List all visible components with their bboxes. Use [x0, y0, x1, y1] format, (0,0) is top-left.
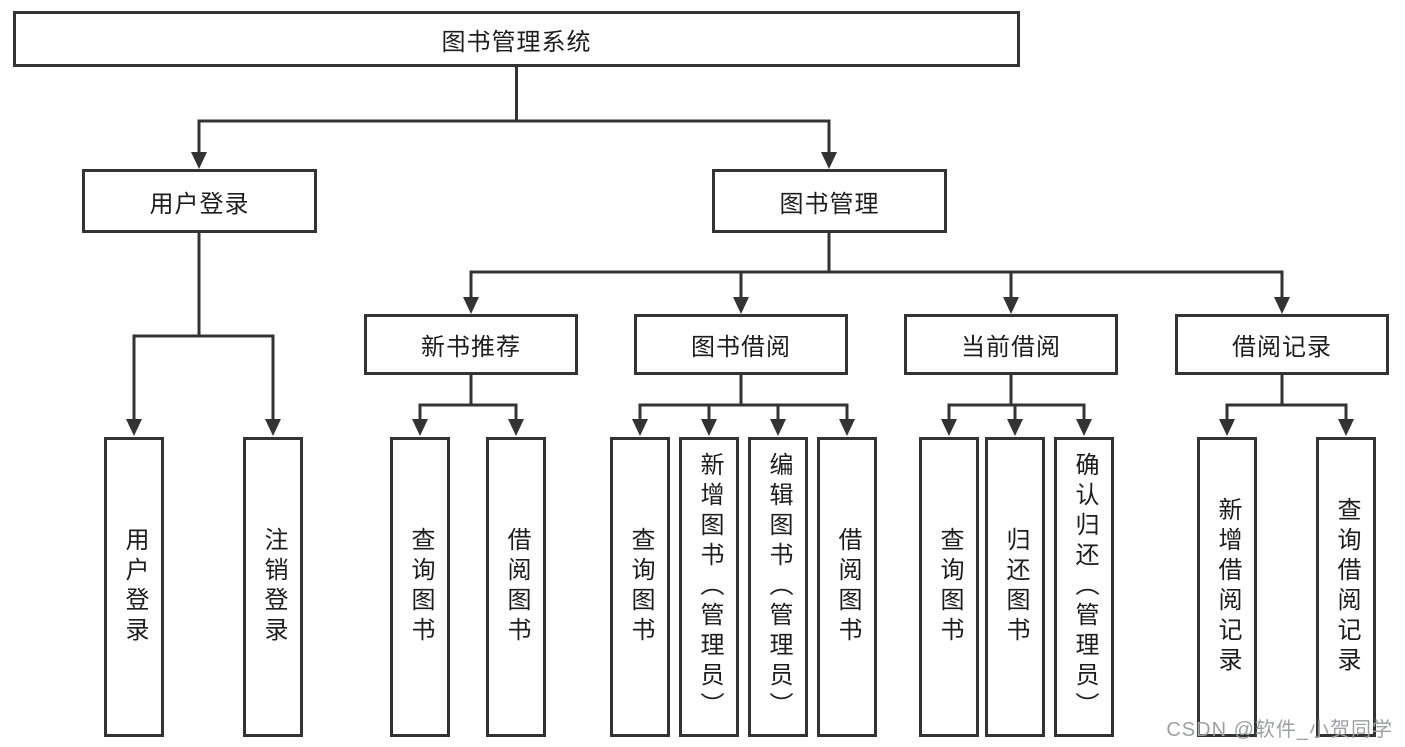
node-book-borrow: 图书借阅: [634, 314, 848, 375]
node-book-borrow-label: 图书借阅: [691, 334, 791, 361]
node-leaf-return-book: 归还图书: [985, 437, 1045, 737]
node-leaf-borrow-book-2: 借阅图书: [817, 437, 877, 737]
node-leaf-user-login: 用户登录: [104, 437, 164, 737]
node-user-login-label: 用户登录: [149, 190, 250, 218]
node-leaf-add-borrow-record: 新增借阅记录: [1197, 437, 1257, 737]
node-leaf-query-borrow-record-label: 查询借阅记录: [1333, 497, 1360, 677]
edge-new-book-recommend-children: [412, 374, 524, 436]
node-leaf-add-book-admin: 新增图书（管理员）: [679, 437, 739, 737]
node-leaf-edit-book-admin: 编辑图书（管理员）: [748, 437, 808, 737]
node-leaf-add-book-admin-label: 新增图书（管理员）: [696, 452, 723, 722]
node-leaf-query-book-3-label: 查询图书: [936, 527, 963, 647]
edge-root-to-level2: [191, 65, 837, 169]
node-leaf-logout: 注销登录: [243, 437, 303, 737]
node-leaf-borrow-book-1-label: 借阅图书: [503, 527, 530, 647]
edge-borrow-record-children: [1219, 374, 1354, 436]
node-root-label: 图书管理系统: [441, 28, 592, 56]
node-current-borrow-label: 当前借阅: [961, 334, 1061, 361]
node-book-management: 图书管理: [712, 169, 947, 233]
node-user-login: 用户登录: [82, 169, 317, 233]
node-book-management-label: 图书管理: [779, 190, 880, 218]
node-leaf-edit-book-admin-label: 编辑图书（管理员）: [765, 452, 792, 722]
node-leaf-query-book-1: 查询图书: [390, 437, 450, 737]
node-leaf-borrow-book-1: 借阅图书: [486, 437, 546, 737]
node-borrow-record-label: 借阅记录: [1232, 334, 1332, 361]
node-new-book-recommend: 新书推荐: [364, 314, 578, 375]
node-borrow-record: 借阅记录: [1175, 314, 1389, 375]
node-leaf-logout-label: 注销登录: [260, 527, 287, 647]
node-current-borrow: 当前借阅: [904, 314, 1118, 375]
csdn-watermark: CSDN @软件_小贺同学: [1166, 719, 1393, 741]
node-leaf-query-book-1-label: 查询图书: [407, 527, 434, 647]
node-leaf-borrow-book-2-label: 借阅图书: [834, 527, 861, 647]
edge-book-borrow-children: [632, 374, 855, 436]
edge-current-borrow-children: [941, 374, 1092, 436]
node-new-book-recommend-label: 新书推荐: [421, 334, 521, 361]
node-root: 图书管理系统: [13, 11, 1020, 67]
edge-book-management-children: [463, 232, 1290, 314]
node-leaf-query-book-3: 查询图书: [919, 437, 979, 737]
node-leaf-confirm-return-admin: 确认归还（管理员）: [1054, 437, 1114, 737]
node-leaf-query-book-2: 查询图书: [610, 437, 670, 737]
edge-user-login-children: [126, 232, 281, 436]
node-leaf-query-borrow-record: 查询借阅记录: [1316, 437, 1376, 737]
node-leaf-query-book-2-label: 查询图书: [627, 527, 654, 647]
node-leaf-user-login-label: 用户登录: [121, 527, 148, 647]
node-leaf-return-book-label: 归还图书: [1002, 527, 1029, 647]
node-leaf-add-borrow-record-label: 新增借阅记录: [1214, 497, 1241, 677]
node-leaf-confirm-return-admin-label: 确认归还（管理员）: [1071, 452, 1098, 722]
